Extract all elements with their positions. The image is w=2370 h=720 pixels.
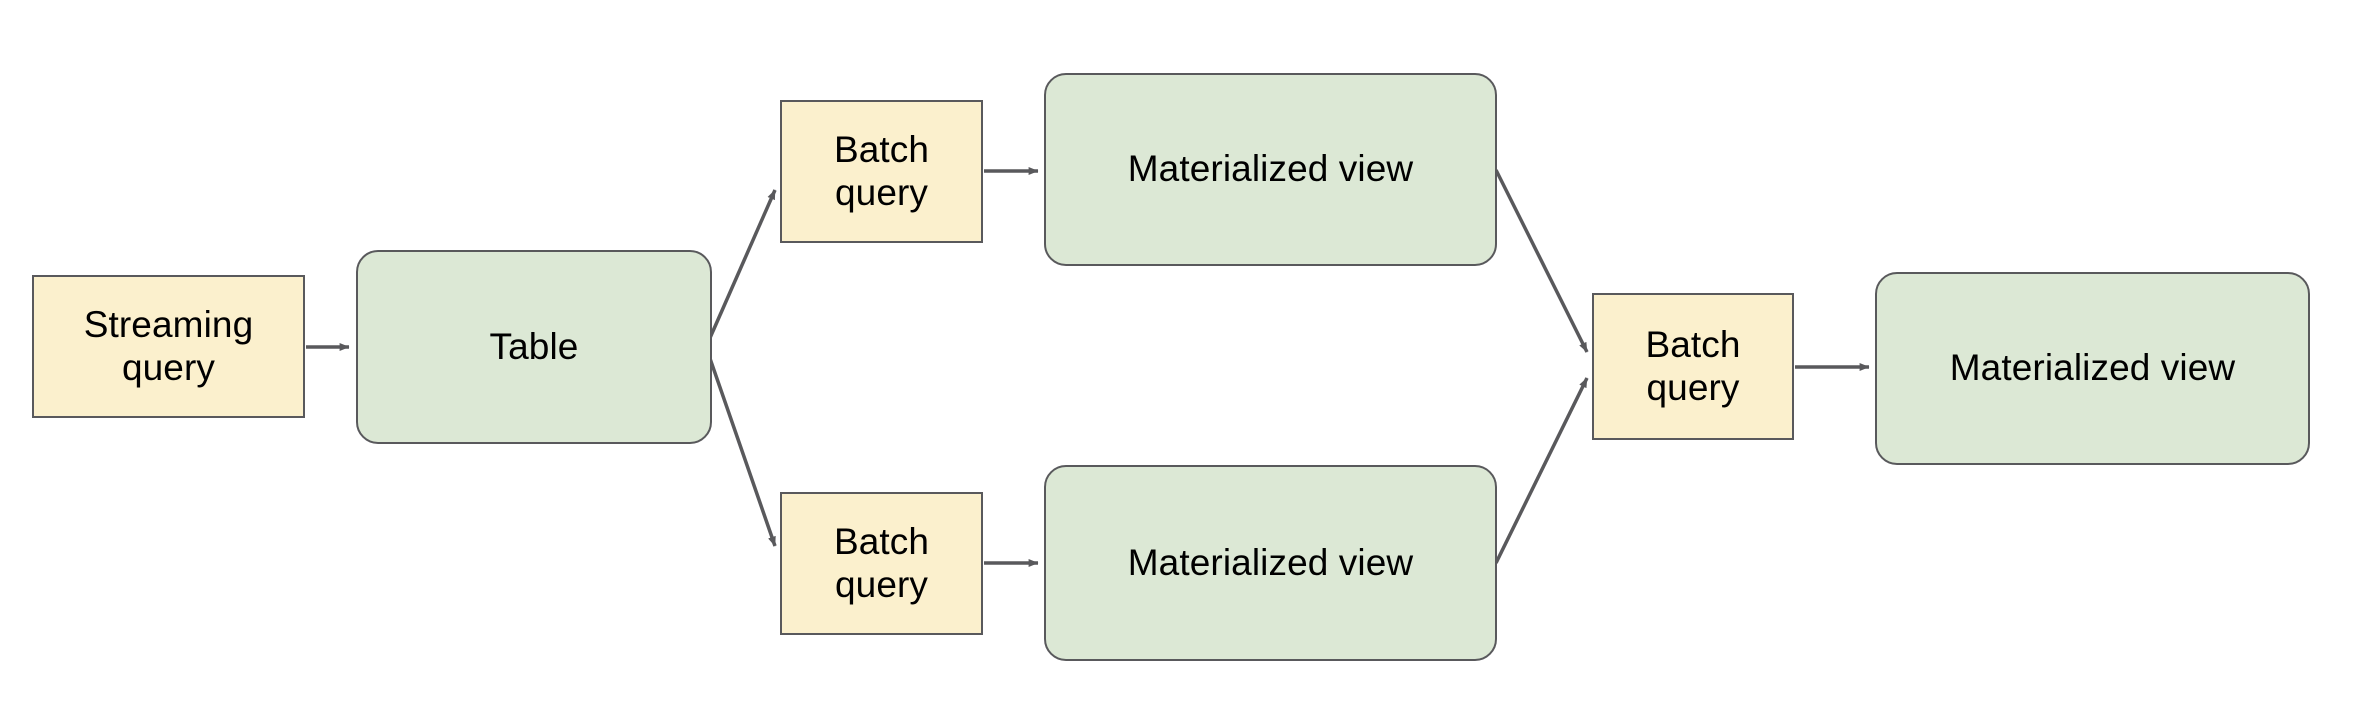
node-batch-query-top-label: Batch query — [833, 128, 930, 213]
node-batch-query-top[interactable]: Batch query — [780, 100, 983, 243]
edge-table-to-batch-query-top — [704, 189, 777, 348]
edge-materialized-view-top-to-batch-query-final — [1494, 169, 1589, 353]
node-batch-query-bottom[interactable]: Batch query — [780, 492, 983, 635]
node-materialized-view-bottom[interactable]: Materialized view — [1044, 465, 1497, 661]
node-table-label: Table — [489, 325, 579, 367]
node-batch-query-final[interactable]: Batch query — [1592, 293, 1794, 440]
node-materialized-view-bottom-label: Materialized view — [1127, 541, 1414, 583]
node-materialized-view-top-label: Materialized view — [1127, 148, 1414, 190]
edge-table-to-batch-query-bottom — [704, 346, 777, 547]
node-materialized-view-top[interactable]: Materialized view — [1044, 73, 1497, 266]
node-streaming-query-label: Streaming query — [83, 303, 254, 388]
edge-materialized-view-bottom-to-batch-query-final — [1494, 377, 1589, 564]
node-table[interactable]: Table — [356, 250, 712, 444]
node-materialized-view-final-label: Materialized view — [1949, 347, 2236, 389]
node-materialized-view-final[interactable]: Materialized view — [1875, 272, 2310, 465]
node-streaming-query[interactable]: Streaming query — [32, 275, 305, 418]
node-batch-query-bottom-label: Batch query — [833, 520, 930, 605]
node-batch-query-final-label: Batch query — [1645, 323, 1741, 408]
